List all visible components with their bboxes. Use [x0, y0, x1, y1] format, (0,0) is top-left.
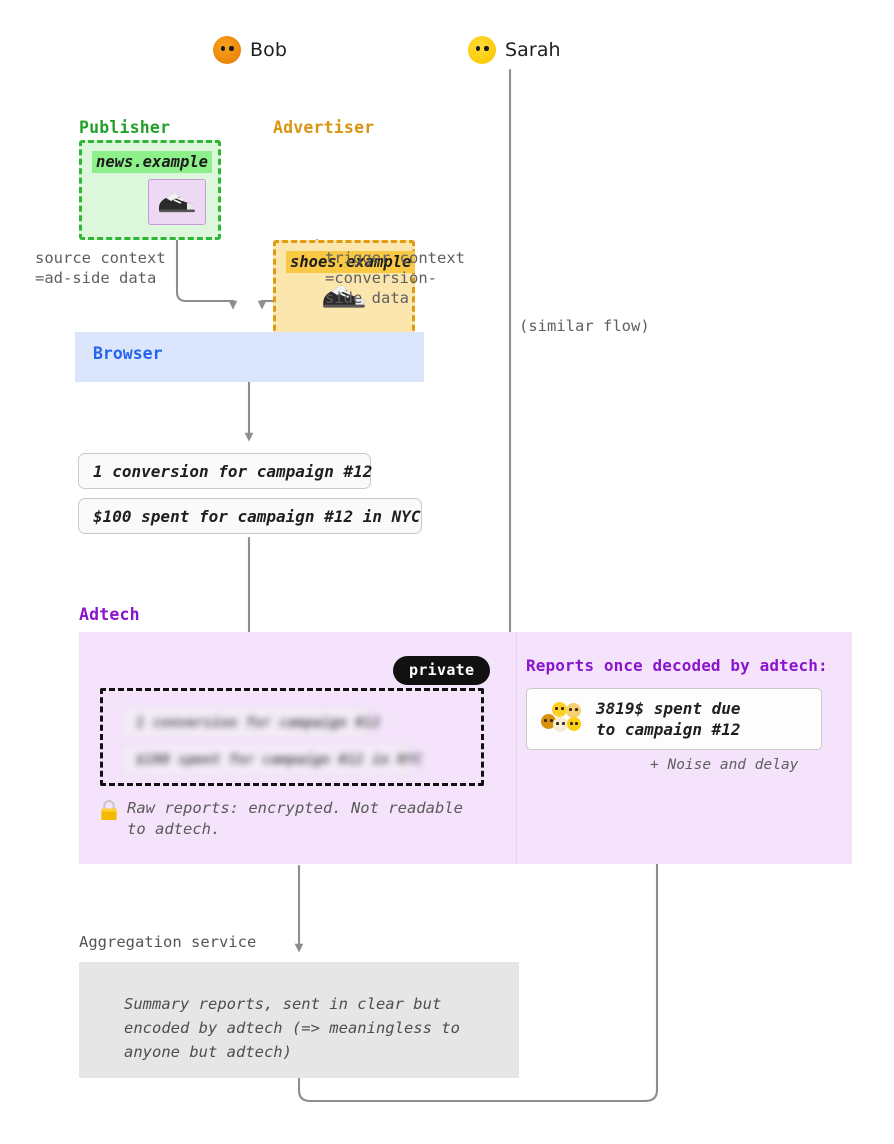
adtech-panel: private 1 conversion for campaign #12 $1… [79, 632, 852, 864]
face-icon [213, 36, 241, 64]
persona-sarah: Sarah [468, 36, 561, 64]
persona-name: Sarah [505, 39, 561, 61]
publisher-domain-chip: news.example [92, 151, 212, 173]
encrypted-report-row: 1 conversion for campaign #12 [121, 707, 380, 738]
advertiser-label: Advertiser [273, 118, 375, 137]
decoded-reports-heading: Reports once decoded by adtech: [526, 656, 828, 675]
raw-reports-note: Raw reports: encrypted. Not readable to … [99, 798, 463, 841]
decoded-report-text: 3819$ spent due to campaign #12 [596, 698, 741, 739]
trigger-context-label: trigger context =conversion- side data [325, 249, 465, 307]
encrypted-report-text: 1 conversion for campaign #12 [136, 714, 381, 731]
advertiser-product [318, 281, 370, 311]
raw-reports-note-text: Raw reports: encrypted. Not readable to … [127, 799, 463, 839]
publisher-site-box: news.example [79, 140, 221, 240]
advertiser-site-box: shoes.example [273, 240, 416, 340]
encrypted-report-text: $100 spent for campaign #12 in NYC [136, 751, 423, 768]
face-icon [468, 36, 496, 64]
raw-report-row: 1 conversion for campaign #12 [78, 453, 373, 489]
private-badge: private [393, 656, 491, 685]
encrypted-vault: 1 conversion for campaign #12 $100 spent… [100, 688, 484, 786]
decoded-report-box: 3819$ spent due to campaign #12 [526, 688, 822, 750]
publisher-label: Publisher [79, 118, 171, 137]
sneaker-icon [159, 193, 195, 213]
faces-crowd-icon [541, 699, 587, 739]
aggregation-panel: Summary reports, sent in clear but encod… [79, 962, 519, 1078]
advertiser-domain-chip: shoes.example [286, 251, 416, 273]
noise-and-delay-label: + Noise and delay [650, 757, 799, 773]
raw-report-text: $100 spent for campaign #12 in NYC [93, 506, 421, 526]
browser-title: Browser [93, 344, 163, 363]
encrypted-report-row: $100 spent for campaign #12 in NYC [121, 744, 423, 775]
raw-report-text: 1 conversion for campaign #12 [93, 461, 373, 481]
ad-slot[interactable] [148, 179, 206, 225]
lock-icon [101, 799, 117, 820]
aggregation-label: Aggregation service [79, 933, 257, 951]
persona-bob: Bob [213, 36, 287, 64]
aggregation-text: Summary reports, sent in clear but encod… [124, 995, 460, 1062]
persona-name: Bob [250, 39, 288, 61]
source-context-label: source context =ad-side data [35, 249, 166, 287]
encrypted-reports-blur: 1 conversion for campaign #12 $100 spent… [121, 707, 423, 775]
raw-report-row: $100 spent for campaign #12 in NYC [78, 498, 422, 534]
adtech-divider [516, 632, 517, 864]
sneaker-icon [323, 285, 365, 308]
similar-flow-label: (similar flow) [519, 317, 650, 335]
browser-panel: Browser [75, 332, 424, 382]
adtech-label: Adtech [79, 605, 140, 624]
